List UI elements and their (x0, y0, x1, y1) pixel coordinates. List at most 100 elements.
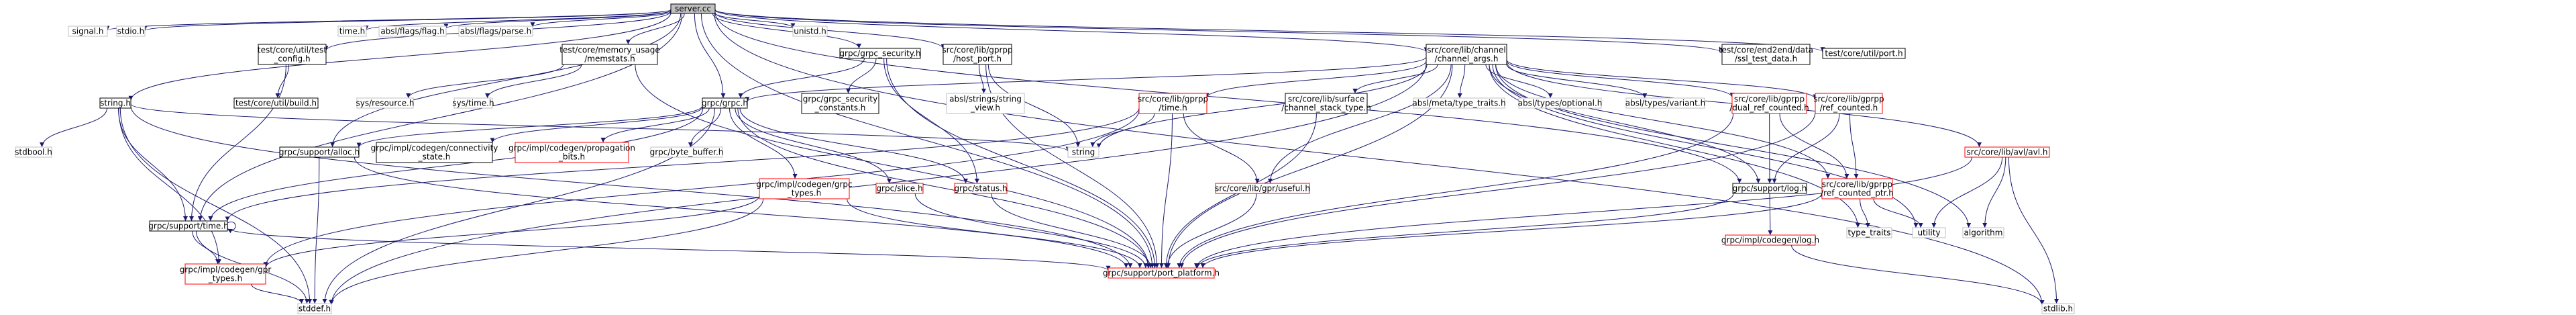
node-test-core-util-build-h[interactable]: test/core/util/build.h (233, 97, 319, 109)
node-signal-h: signal.h (68, 26, 108, 37)
node-absl-flags-flag-h: absl/flags/flag.h (378, 26, 447, 37)
node-box (1426, 44, 1507, 65)
node-label: grpc/impl/codegen/grpc (756, 180, 852, 189)
node-box (561, 44, 658, 65)
node-unistd-h: unistd.h (792, 26, 828, 37)
node-src-core-lib-gprpp-host-port-h[interactable]: src/core/lib/gprpp/host_port.h (942, 44, 1013, 65)
node-label: _types.h (208, 274, 242, 283)
node-label: grpc/support/port_platform.h (1103, 269, 1220, 278)
edge-string-h-to-stddef-h (119, 107, 313, 304)
node-test-core-util-test-config-h[interactable]: test/core/util/test_config.h (258, 44, 327, 65)
node-label: /dual_ref_counted.h (1729, 103, 1809, 113)
node-grpc-grpc-security-constants-h[interactable]: grpc/grpc_security_constants.h (801, 93, 879, 114)
edge-src-core-lib-gprpp-time-h-to-grpc-support-time-h (225, 107, 1140, 222)
node-label: src/core/lib/gprpp (1822, 180, 1892, 189)
edge-server-cc-to-absl-flags-flag-h (443, 10, 672, 29)
node-server-cc[interactable]: server.cc (670, 3, 716, 14)
node-box (1821, 178, 1893, 199)
node-grpc-impl-codegen-connectivity-state-h[interactable]: grpc/impl/codegen/connectivity_state.h (371, 142, 498, 163)
edge-grpc-grpc-h-to-grpc-impl-codegen-propagation-bits-h (600, 107, 710, 143)
node-box (1285, 93, 1368, 114)
node-label: /host_port.h (953, 54, 1002, 64)
node-stddef-h: stddef.h (297, 303, 332, 314)
edge-src-core-lib-gprpp-ref-counted-h-to-grpc-support-log-h (1772, 113, 1840, 184)
node-box (233, 97, 319, 109)
node-label: time.h (339, 27, 366, 36)
edge-src-core-lib-gprpp-ref-counted-h-to-src-core-lib-gprpp-ref-counted-ptr-h (1849, 113, 1859, 179)
node-grpc-support-time-h[interactable]: grpc/support/time.h (148, 220, 229, 232)
node-string: string (1067, 146, 1099, 158)
node-label: /time.h (1159, 103, 1187, 113)
node-src-core-lib-avl-avl-h[interactable]: src/core/lib/avl/avl.h (1964, 146, 2050, 158)
edge-grpc-grpc-h-to-grpc-support-alloc-h (356, 105, 703, 148)
node-grpc-support-alloc-h[interactable]: grpc/support/alloc.h (279, 146, 360, 158)
node-box (297, 303, 332, 314)
node-box (650, 146, 723, 158)
node-label: grpc/grpc_security.h (839, 49, 920, 58)
node-box (356, 97, 414, 109)
node-label: grpc/grpc_security (803, 95, 878, 104)
dependency-edges (40, 9, 2059, 306)
node-label: absl/flags/flag.h (380, 27, 444, 36)
node-absl-types-optional-h: absl/types/optional.h (1518, 97, 1602, 109)
node-src-core-lib-gprpp-dual-ref-counted-h[interactable]: src/core/lib/gprpp/dual_ref_counted.h (1729, 93, 1809, 114)
node-src-core-lib-surface-channel-stack-type-h[interactable]: src/core/lib/surface/channel_stack_type.… (1281, 93, 1371, 114)
node-grpc-impl-codegen-log-h[interactable]: grpc/impl/codegen/log.h (1721, 234, 1819, 246)
node-absl-meta-type-traits-h: absl/meta/type_traits.h (1412, 97, 1506, 109)
edge-server-cc-to-test-core-util-port-h (714, 9, 1825, 52)
edge-src-core-lib-gprpp-time-h-to-grpc-support-port-platform-h (1159, 113, 1173, 269)
node-box (99, 97, 131, 109)
node-label: absl/meta/type_traits.h (1412, 99, 1505, 108)
node-string-h[interactable]: string.h (99, 97, 131, 109)
node-grpc-impl-codegen-grpc-types-h[interactable]: grpc/impl/codegen/grpc_types.h (756, 178, 853, 199)
node-src-core-lib-gprpp-ref-counted-ptr-h[interactable]: src/core/lib/gprpp/ref_counted_ptr.h (1821, 178, 1894, 199)
node-label: server.cc (675, 4, 711, 13)
node-src-core-lib-gprpp-time-h[interactable]: src/core/lib/gprpp/time.h (1138, 93, 1208, 114)
node-box (1721, 44, 1811, 65)
edge-src-core-lib-gprpp-dual-ref-counted-h-to-grpc-support-port-platform-h (1177, 113, 1734, 269)
node-box (116, 26, 146, 37)
node-label: unistd.h (794, 27, 826, 36)
node-box (2041, 303, 2075, 314)
edge-server-cc-to-grpc-support-port-platform-h (700, 13, 1155, 269)
node-label: absl/flags/parse.h (460, 27, 531, 36)
node-grpc-support-log-h[interactable]: grpc/support/log.h (1732, 183, 1807, 194)
node-grpc-slice-h[interactable]: grpc/slice.h (875, 183, 924, 194)
node-label: algorithm (1964, 228, 2003, 238)
edge-server-cc-to-src-core-lib-gprpp-host-port-h (714, 12, 946, 49)
node-src-core-lib-gpr-useful-h[interactable]: src/core/lib/gpr/useful.h (1215, 183, 1310, 194)
node-box (943, 44, 1012, 65)
edge-test-core-util-test-config-h-to-grpc-support-time-h (189, 64, 286, 222)
edge-server-cc-to-unistd-h (714, 12, 796, 29)
node-grpc-impl-codegen-propagation-bits-h[interactable]: grpc/impl/codegen/propagation_bits.h (508, 142, 635, 163)
edge-src-core-lib-gprpp-ref-counted-ptr-h-to-grpc-support-port-platform-h (1200, 193, 1823, 269)
node-sys-time-h: sys/time.h (452, 97, 494, 109)
node-grpc-grpc-security-h[interactable]: grpc/grpc_security.h (839, 48, 921, 59)
node-grpc-support-port-platform-h[interactable]: grpc/support/port_platform.h (1103, 267, 1220, 279)
node-test-core-end2end-data-ssl-test-data-h[interactable]: test/core/end2end/data/ssl_test_data.h (1719, 44, 1813, 65)
node-grpc-impl-codegen-gpr-types-h[interactable]: grpc/impl/codegen/gpr_types.h (180, 263, 272, 285)
node-src-core-lib-channel-channel-args-h[interactable]: src/core/lib/channel/channel_args.h (1426, 44, 1507, 65)
edge-test-core-memory-usage-memstats-h-to-sys-resource-h (406, 64, 564, 99)
node-label: stdbool.h (15, 148, 52, 157)
node-test-core-memory-usage-memstats-h[interactable]: test/core/memory_usage/memstats.h (559, 44, 660, 65)
node-box (1215, 183, 1310, 194)
edge-string-h-to-grpc-support-port-platform-h (130, 105, 1133, 269)
node-box (670, 3, 716, 14)
node-label: test/core/util/test (258, 46, 327, 55)
node-label: grpc/impl/codegen/propagation (508, 144, 635, 153)
node-grpc-status-h[interactable]: grpc/status.h (954, 183, 1008, 194)
edge-src-core-lib-gprpp-time-h-to-src-core-lib-gpr-useful-h (1183, 113, 1260, 184)
node-label: signal.h (72, 27, 104, 36)
node-src-core-lib-gprpp-ref-counted-h[interactable]: src/core/lib/gprpp/ref_counted.h (1813, 93, 1884, 114)
node-grpc-grpc-h[interactable]: grpc/grpc.h (702, 97, 748, 109)
node-label: src/core/lib/surface (1288, 95, 1364, 104)
node-test-core-util-port-h[interactable]: test/core/util/port.h (1822, 48, 1906, 59)
node-label: /channel_args.h (1435, 54, 1499, 64)
node-label: grpc/support/time.h (148, 222, 228, 231)
node-label: _bits.h (558, 152, 585, 162)
node-box (1846, 227, 1892, 238)
edge-src-core-lib-channel-channel-args-h-to-grpc-grpc-h (745, 56, 1427, 102)
node-box (1822, 48, 1906, 59)
edge-src-core-lib-gpr-useful-h-to-grpc-support-port-platform-h (1165, 193, 1257, 269)
